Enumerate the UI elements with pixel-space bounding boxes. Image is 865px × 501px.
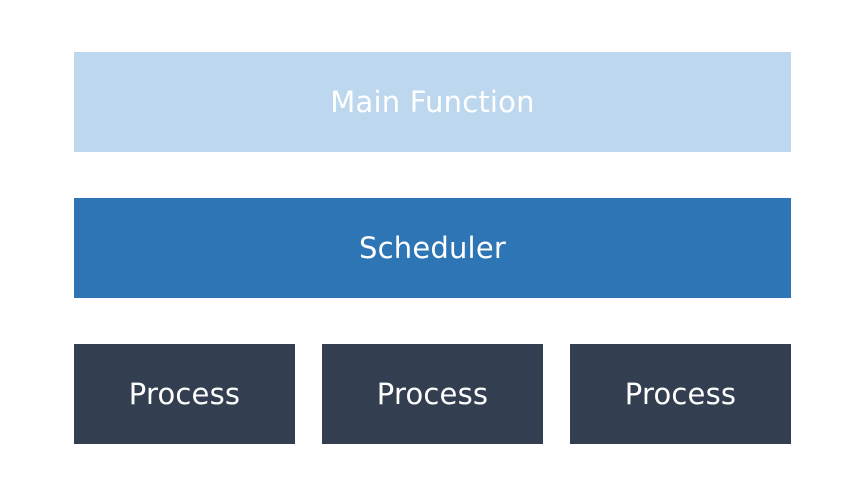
process-box: Process <box>74 344 295 444</box>
scheduler-label: Scheduler <box>359 231 506 265</box>
process-label: Process <box>376 377 489 411</box>
scheduler-box: Scheduler <box>74 198 791 298</box>
process-box: Process <box>322 344 543 444</box>
process-label: Process <box>624 377 737 411</box>
process-label: Process <box>128 377 241 411</box>
main-function-label: Main Function <box>330 85 535 119</box>
process-box: Process <box>570 344 791 444</box>
main-function-box: Main Function <box>74 52 791 152</box>
